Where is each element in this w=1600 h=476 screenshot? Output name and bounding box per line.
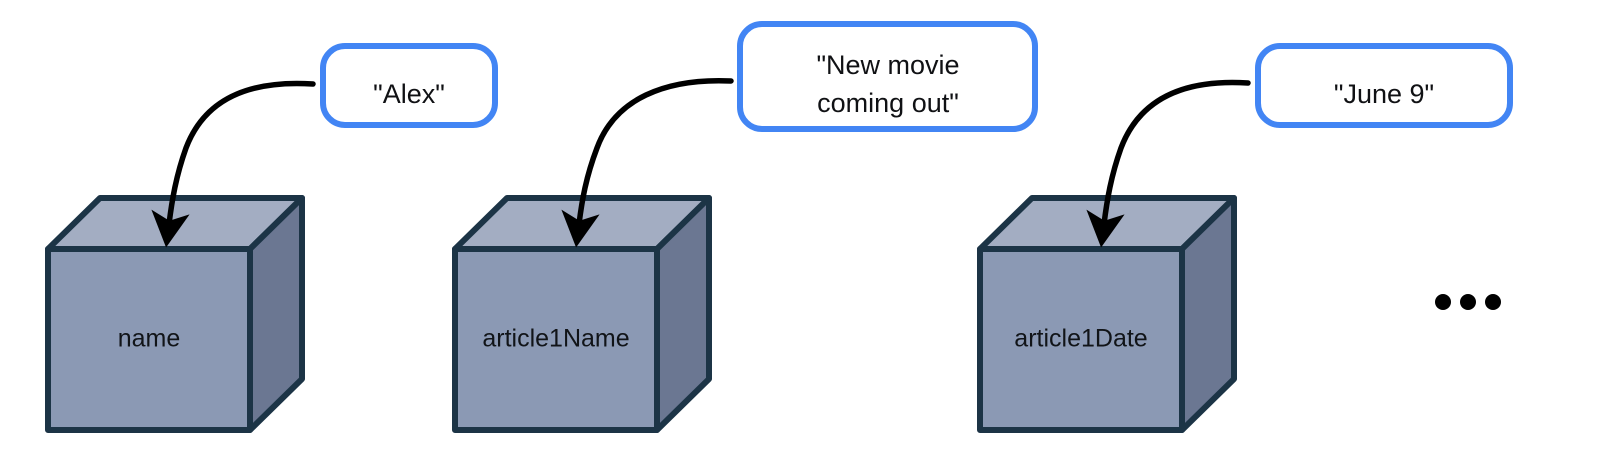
callout-box	[1255, 43, 1513, 128]
arrows-group	[151, 77, 1251, 248]
ellipsis-dot	[1485, 294, 1501, 310]
callout-alex[interactable]: "Alex"	[320, 43, 498, 128]
cube-article1Name[interactable]: article1Name	[452, 195, 712, 433]
ellipsis-dot	[1460, 294, 1476, 310]
callout-text: "June 9"	[1334, 79, 1434, 109]
cube-name[interactable]: name	[45, 195, 305, 433]
cubes-group: name article1Name article1Date	[45, 195, 1237, 433]
cube-label: article1Name	[482, 325, 629, 353]
callout-text-line: "Alex"	[373, 79, 445, 109]
cube-front-face	[452, 246, 660, 433]
ellipsis-more-variables	[1435, 294, 1501, 310]
ellipsis-group	[1435, 294, 1501, 310]
arrow-new-movie-to-article1name	[561, 77, 734, 248]
callout-text-line: "New movie	[816, 50, 959, 80]
callout-text: "Alex"	[373, 79, 445, 109]
callout-june-9[interactable]: "June 9"	[1255, 43, 1513, 128]
cube-label: name	[118, 325, 181, 353]
callout-text: "New movie coming out"	[816, 50, 959, 118]
ellipsis-dot	[1435, 294, 1451, 310]
callouts-group: "Alex" "New movie coming out" "June 9"	[320, 21, 1513, 132]
callout-box	[737, 21, 1038, 132]
cube-label: article1Date	[1014, 325, 1147, 353]
cube-front-face	[45, 246, 253, 433]
callout-new-movie[interactable]: "New movie coming out"	[737, 21, 1038, 132]
cube-article1Date[interactable]: article1Date	[977, 195, 1237, 433]
callout-text-line: "June 9"	[1334, 79, 1434, 109]
callout-box	[320, 43, 498, 128]
arrow-june9-to-article1date	[1086, 79, 1251, 248]
callout-text-line: coming out"	[817, 88, 959, 118]
arrow-alex-to-name	[151, 80, 316, 248]
cube-front-face	[977, 246, 1185, 433]
